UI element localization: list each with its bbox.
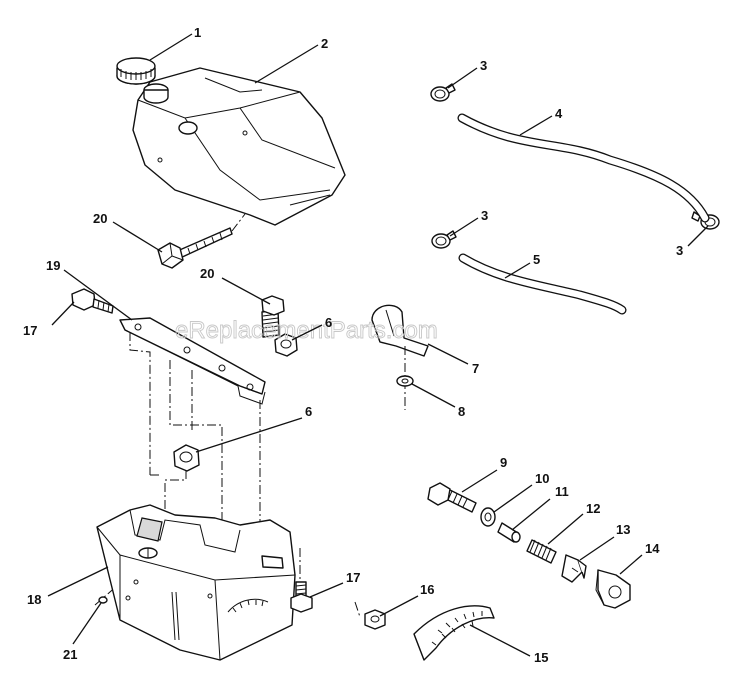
fuel-tank bbox=[132, 67, 346, 226]
callout-3-middle: 3 bbox=[481, 208, 488, 223]
callout-3-upper: 3 bbox=[480, 58, 487, 73]
callout-11: 11 bbox=[555, 484, 569, 499]
compression-spring bbox=[526, 539, 557, 564]
line-clip bbox=[371, 304, 429, 357]
hex-nut-lower bbox=[173, 444, 200, 472]
flat-washer bbox=[480, 507, 496, 527]
flat-washer-small bbox=[396, 375, 414, 387]
height-indicator-plate bbox=[413, 605, 495, 661]
height-knob bbox=[561, 554, 587, 583]
callout-20-upper: 20 bbox=[93, 211, 107, 226]
callout-21: 21 bbox=[63, 647, 77, 662]
callout-4: 4 bbox=[555, 106, 563, 121]
callout-17-upper: 17 bbox=[23, 323, 37, 338]
shoulder-bolt-upper bbox=[71, 288, 114, 314]
callout-7: 7 bbox=[472, 361, 479, 376]
support-panel bbox=[96, 504, 296, 661]
fuel-line-long bbox=[457, 113, 710, 223]
flange-nut bbox=[364, 609, 386, 630]
bracket-bolt bbox=[261, 295, 285, 338]
callout-2: 2 bbox=[321, 36, 328, 51]
callout-8: 8 bbox=[458, 404, 465, 419]
callout-16: 16 bbox=[420, 582, 434, 597]
callout-10: 10 bbox=[535, 471, 549, 486]
mounting-bracket bbox=[119, 317, 266, 405]
callout-6-upper: 6 bbox=[325, 315, 332, 330]
hose-clamp-upper bbox=[430, 83, 456, 102]
shoulder-bolt-lower bbox=[290, 581, 313, 613]
callout-5: 5 bbox=[533, 252, 540, 267]
callout-15: 15 bbox=[534, 650, 548, 665]
tank-bolt-upper bbox=[157, 227, 233, 269]
pivot-bolt bbox=[427, 482, 477, 513]
callout-14: 14 bbox=[645, 541, 660, 556]
fuel-line-short bbox=[458, 253, 627, 315]
callout-3-right: 3 bbox=[676, 243, 683, 258]
callout-13: 13 bbox=[616, 522, 630, 537]
callout-19: 19 bbox=[46, 258, 60, 273]
callout-6-lower: 6 bbox=[305, 404, 312, 419]
callout-17-lower: 17 bbox=[346, 570, 360, 585]
adjust-lever bbox=[595, 569, 631, 609]
leader-lines bbox=[47, 33, 709, 657]
fuel-cap bbox=[116, 57, 156, 85]
callout-9: 9 bbox=[500, 455, 507, 470]
callout-18: 18 bbox=[27, 592, 41, 607]
callout-12: 12 bbox=[586, 501, 600, 516]
callout-numbers: 1 2 3 4 20 3 3 5 19 20 6 17 7 8 6 9 10 1… bbox=[23, 25, 683, 665]
callout-20-lower: 20 bbox=[200, 266, 214, 281]
callout-1: 1 bbox=[194, 25, 201, 40]
hose-clamp-middle bbox=[431, 230, 457, 249]
watermark: eReplacementParts.com bbox=[175, 317, 438, 344]
hex-nut-upper bbox=[274, 333, 298, 357]
screw-small bbox=[98, 596, 108, 604]
